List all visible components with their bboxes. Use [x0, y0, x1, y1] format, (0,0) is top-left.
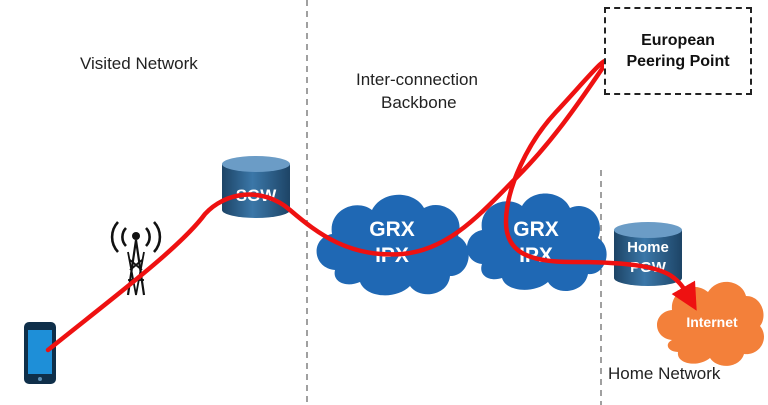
grx-ipx-cloud-2: GRX IPX [467, 193, 607, 292]
internet-label: Internet [686, 314, 738, 330]
peering-point-line1: European [641, 32, 715, 49]
grx-ipx-cloud-2-line1: GRX [513, 218, 559, 241]
home-pgw-line1: Home [627, 239, 669, 256]
radio-tower-icon [110, 221, 162, 296]
sgw-cylinder: SGW [222, 156, 290, 218]
visited-network-label: Visited Network [80, 54, 198, 73]
peering-point-line2: Peering Point [626, 53, 730, 70]
data-path-arrow [671, 275, 697, 311]
internet-cloud: Internet [657, 281, 765, 366]
home-network-label: Home Network [608, 364, 721, 383]
european-peering-point-box: European Peering Point [604, 7, 752, 95]
grx-ipx-cloud-1-line1: GRX [369, 218, 415, 241]
backbone-label-line2: Backbone [381, 93, 457, 112]
data-path [45, 58, 677, 353]
backbone-label-line1: Inter-connection [356, 70, 478, 89]
grx-ipx-cloud-1: GRX IPX [316, 194, 469, 296]
mobile-phone-icon [24, 322, 56, 384]
